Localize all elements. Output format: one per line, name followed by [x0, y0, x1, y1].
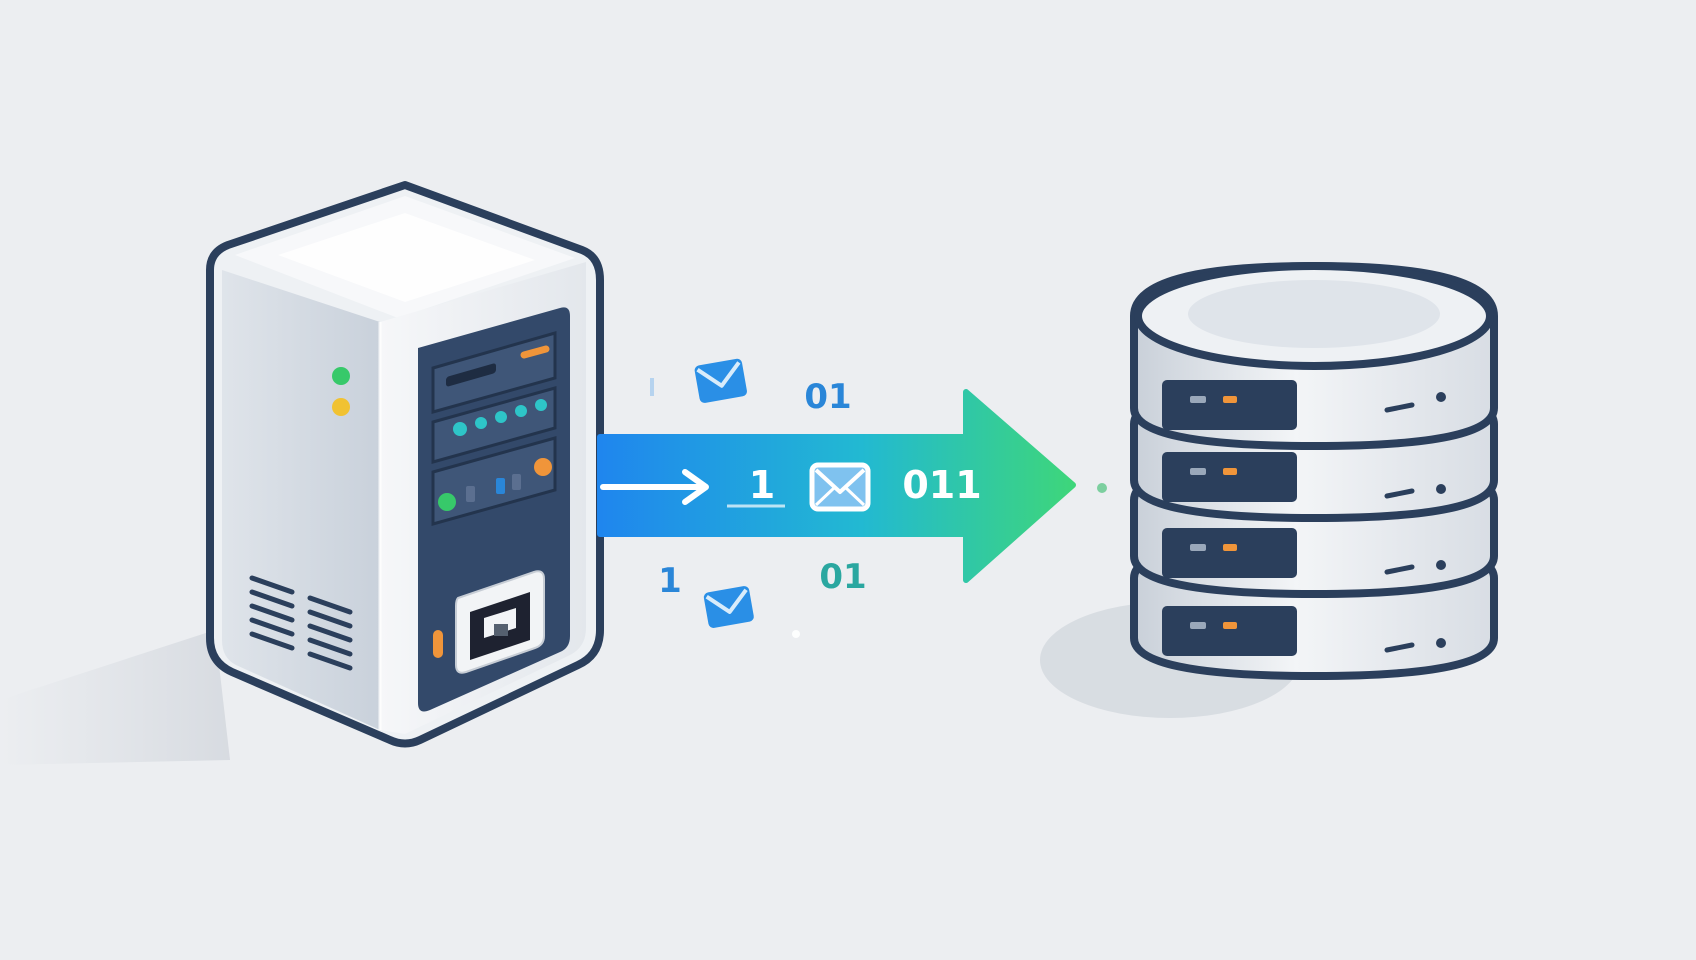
ethernet-port-icon [455, 570, 545, 674]
particle [650, 378, 654, 396]
server-shadow [0, 630, 230, 765]
database-icon [1130, 261, 1498, 681]
particle [792, 630, 800, 638]
envelope-icon [809, 462, 871, 512]
arrow-bit-lead: 1 [749, 463, 775, 507]
particle [1097, 483, 1107, 493]
data-flow-arrow: 1 011 [597, 389, 1076, 583]
bit-label-lower-right: 01 [819, 557, 866, 597]
inner-arrow-icon [600, 469, 709, 505]
envelope-icon [694, 358, 747, 403]
bit-label-lower-left: 1 [658, 561, 682, 601]
side-vent [249, 575, 353, 671]
drive-bay [431, 436, 557, 526]
led-orange-tab [433, 630, 443, 658]
server-tower-icon [206, 181, 604, 748]
database-tier [1130, 261, 1498, 451]
arrow-bit-trail: 011 [902, 463, 981, 507]
status-led-yellow [332, 398, 350, 416]
led-orange-bar [520, 345, 550, 359]
bit-label-upper: 01 [804, 377, 851, 417]
envelope-icon [703, 586, 754, 628]
status-led-green [332, 367, 350, 385]
